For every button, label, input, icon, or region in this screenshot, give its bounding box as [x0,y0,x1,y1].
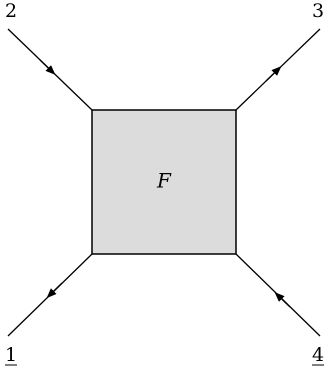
vertex-blob [91,109,237,255]
leg-2-arrow [39,59,56,75]
blob-label: F [156,169,172,193]
leg-label-3: 3 [312,0,324,22]
leg-label-1: 1 [5,344,17,366]
leg-3-arrow [265,66,282,82]
leg-label-4: 4 [312,344,324,366]
leg-1-arrow [46,282,63,299]
leg-label-2: 2 [5,0,17,22]
leg-4-arrow [274,292,291,308]
